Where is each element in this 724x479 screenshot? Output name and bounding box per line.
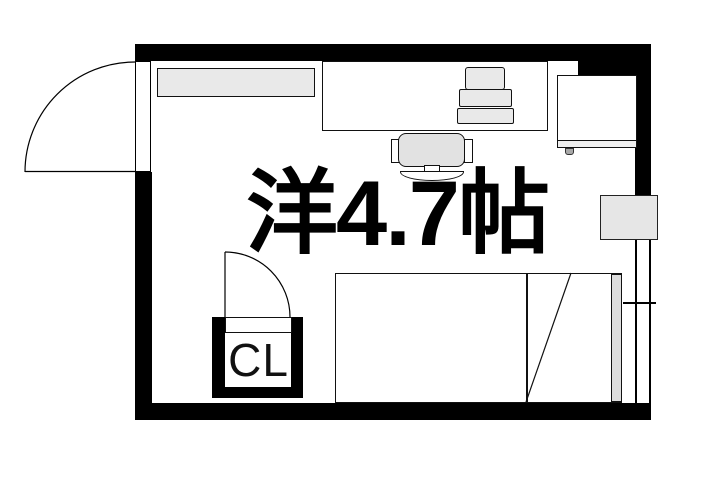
closet-door-track — [225, 317, 292, 333]
chair-seat — [398, 133, 465, 167]
closet-wall-bottom — [212, 387, 303, 398]
bed-side-rail — [611, 274, 622, 402]
room-label: 洋4.7帖 — [246, 163, 550, 265]
printer-top-icon — [465, 67, 505, 90]
wall-top-right-step — [578, 61, 651, 75]
printer-middle-icon — [459, 89, 512, 107]
shelf — [157, 68, 315, 97]
cabinet — [557, 75, 637, 141]
bed-divider-line — [526, 273, 528, 403]
air-conditioner — [600, 195, 658, 240]
closet-wall-right — [291, 317, 303, 398]
wall-right-upper — [635, 61, 651, 196]
entrance-door-arc — [24, 61, 136, 173]
printer-base-icon — [457, 108, 514, 124]
cabinet-front-strip — [557, 140, 637, 148]
entrance-door-frame — [135, 61, 151, 172]
chair-armrest-right — [464, 139, 473, 163]
window-line-outer — [649, 240, 651, 403]
desk — [322, 61, 548, 131]
closet-wall-left — [212, 317, 225, 398]
bed — [335, 273, 622, 403]
window-line-inner — [635, 240, 637, 403]
window-tick — [623, 302, 656, 304]
wall-bottom — [135, 403, 651, 420]
wall-top — [135, 44, 651, 61]
closet-label: CL — [228, 334, 289, 386]
cabinet-foot — [565, 148, 574, 155]
wall-left-lower — [135, 172, 152, 420]
